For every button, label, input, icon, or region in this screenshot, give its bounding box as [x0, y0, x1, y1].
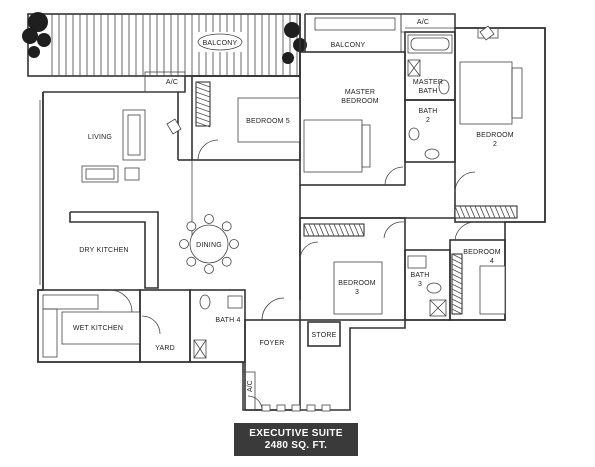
dining-chair: [229, 239, 239, 249]
bedroom4-label-2: 4: [490, 258, 494, 265]
wet-kitchen-label: WET KITCHEN: [73, 325, 123, 332]
living-room: LIVING: [39, 92, 192, 290]
dining-chair: [186, 221, 197, 232]
balcony-left: BALCONY: [27, 13, 301, 77]
dry-kitchen: DRY KITCHEN: [69, 211, 159, 289]
bed: [303, 119, 363, 173]
desk-chair: [479, 25, 495, 41]
bedroom2-label-2: 2: [493, 141, 497, 148]
bed: [333, 261, 383, 315]
ac-ledge-top-left: A/C: [144, 71, 186, 93]
dining-area: DINING: [179, 214, 239, 274]
lounge-sofa: [81, 165, 119, 183]
plan-caption: EXECUTIVE SUITE 2480 SQ. FT.: [234, 423, 358, 456]
master-bedroom: MASTER BEDROOM: [299, 51, 406, 186]
balcony-right: BALCONY: [304, 13, 402, 53]
dining-chair: [221, 256, 232, 267]
dining-label: DINING: [196, 242, 222, 249]
yard-label: YARD: [155, 345, 175, 352]
master-bedroom-label-1: MASTER: [345, 89, 375, 96]
bedroom4-label-1: BEDROOM: [463, 249, 501, 256]
bath2-label-2: 2: [426, 117, 430, 124]
armchair: [166, 118, 182, 135]
foyer-label: FOYER: [259, 340, 284, 347]
bath-3: BATH 3: [404, 249, 451, 321]
ac-unit: [261, 404, 271, 412]
dining-chair: [204, 214, 214, 224]
wet-kitchen: WET KITCHEN: [37, 289, 141, 363]
toilet: [438, 79, 450, 95]
ac-unit: [291, 404, 301, 412]
ac-unit: [276, 404, 286, 412]
ac-ledge-top-right: A/C: [400, 13, 456, 33]
bathtub: [407, 34, 453, 54]
master-bath: MASTER BATH: [404, 31, 456, 101]
ac-unit: [321, 404, 331, 412]
bedroom-4: BEDROOM 4: [449, 221, 506, 321]
balcony-right-label: BALCONY: [331, 42, 366, 49]
bath-2: BATH 2: [404, 99, 456, 163]
ac-top-left-label: A/C: [166, 79, 178, 86]
tree-icon: [282, 22, 307, 64]
bedroom3-label-1: BEDROOM: [338, 280, 376, 287]
plan-area: 2480 SQ. FT.: [264, 440, 328, 451]
dining-chair: [179, 239, 189, 249]
bed: [237, 97, 301, 143]
bath4-label: BATH 4: [215, 317, 240, 324]
bedroom-2: BEDROOM 2: [454, 25, 546, 223]
living-label: LIVING: [88, 134, 112, 141]
counter: [42, 294, 99, 310]
ac-bottom-label: A/C: [247, 380, 254, 392]
balcony-slats: [51, 14, 298, 76]
ac-unit: [306, 404, 316, 412]
foyer: FOYER: [244, 297, 301, 411]
store: STORE: [307, 321, 341, 347]
yard: YARD: [139, 289, 191, 363]
dining-chair: [204, 264, 214, 274]
bedroom-3: BEDROOM 3: [299, 217, 406, 321]
sink: [408, 127, 420, 141]
counter: [42, 308, 58, 358]
bedroom5-label: BEDROOM 5: [246, 118, 290, 125]
dining-chair: [221, 221, 232, 232]
bath2-label-1: BATH: [419, 108, 438, 115]
bed: [459, 61, 513, 125]
master-bath-label-2: BATH: [419, 88, 438, 95]
store-label: STORE: [312, 332, 337, 339]
bedroom3-label-2: 3: [355, 289, 359, 296]
dining-chair: [186, 256, 197, 267]
bed: [479, 265, 506, 315]
balcony-left-label: BALCONY: [203, 40, 238, 47]
dining-table: [189, 224, 229, 264]
bedroom2-label-1: BEDROOM: [476, 132, 514, 139]
tree-icon: [22, 12, 51, 58]
sink: [227, 295, 243, 309]
entry-door: [247, 395, 263, 411]
master-bedroom-label-2: BEDROOM: [341, 98, 379, 105]
side-table: [124, 167, 140, 181]
toilet: [424, 148, 440, 160]
ac-top-right-label: A/C: [417, 19, 429, 26]
bedroom-5: BEDROOM 5: [191, 75, 301, 161]
toilet: [199, 294, 211, 310]
plan-title: EXECUTIVE SUITE: [249, 428, 343, 439]
bath3-label-1: BATH: [411, 272, 430, 279]
sink: [407, 255, 427, 269]
sofa: [122, 109, 146, 161]
bath-4: BATH 4: [189, 289, 246, 363]
ac-ledge-bottom: A/C: [242, 371, 331, 412]
dry-kitchen-label: DRY KITCHEN: [79, 247, 128, 254]
master-bath-label-1: MASTER: [413, 79, 443, 86]
balcony-planter: [197, 33, 243, 51]
bath3-label-2: 3: [418, 281, 422, 288]
toilet: [426, 282, 442, 294]
